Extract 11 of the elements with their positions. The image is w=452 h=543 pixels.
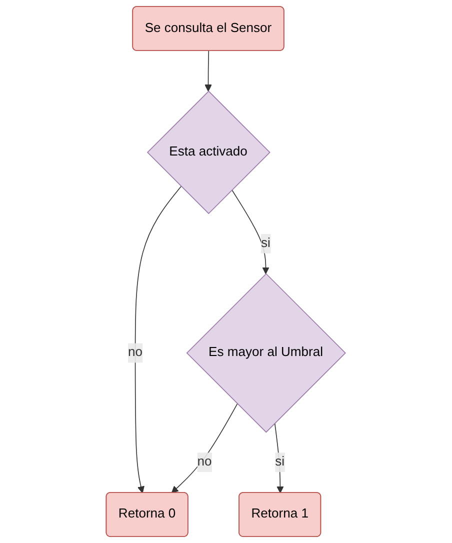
edge-label: no (197, 455, 212, 469)
arrow (172, 403, 238, 494)
arrow (232, 189, 270, 274)
arrow (274, 422, 284, 494)
edge-label: si (275, 455, 285, 469)
node-diamond: Esta activado (147, 90, 271, 214)
node-diamond: Es mayor al Umbral (186, 273, 346, 433)
arrow (135, 186, 182, 494)
arrow (204, 50, 212, 92)
edge-label: no (128, 346, 143, 360)
edge-label: si (261, 236, 271, 250)
